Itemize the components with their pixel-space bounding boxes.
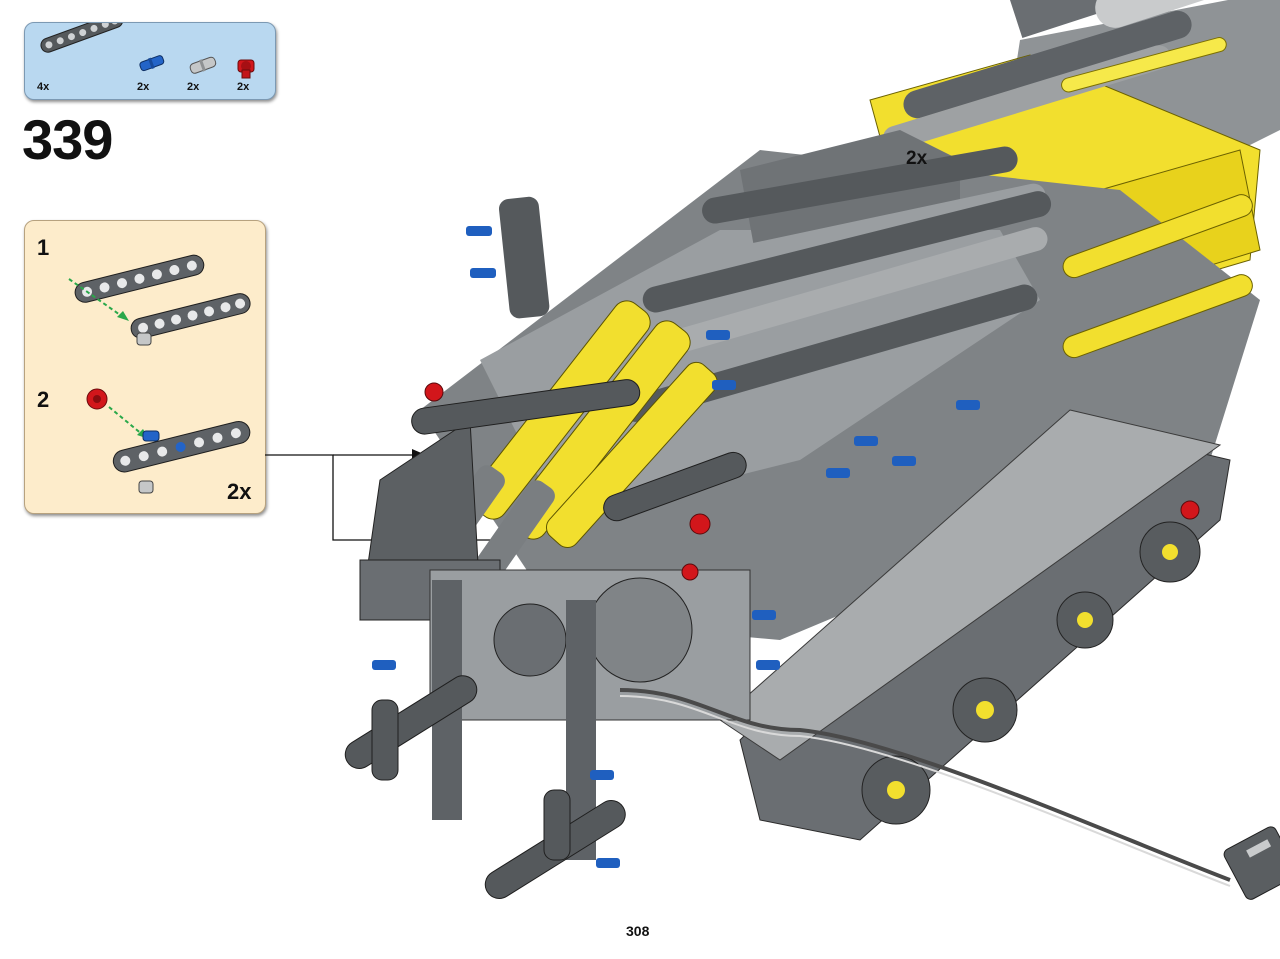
part-qty: 4x xyxy=(37,81,50,93)
part-qty: 2x xyxy=(237,81,250,93)
substep1-beam-bottom xyxy=(130,293,251,339)
axle-pin-blue-icon xyxy=(139,55,165,72)
battery-plug-icon xyxy=(1223,826,1280,900)
crawler-track-left xyxy=(359,419,501,621)
power-cable xyxy=(619,688,1231,887)
substep-number: 1 xyxy=(37,235,50,260)
crane-boom xyxy=(869,0,1280,311)
substep2-green-arrow xyxy=(108,406,144,436)
bush-red-icon xyxy=(237,59,255,79)
substep2-beam xyxy=(112,420,251,473)
parts-list-art xyxy=(40,23,255,79)
parts-list: 4x 2x 2x 2x xyxy=(24,22,276,100)
callout-connector xyxy=(265,454,585,541)
step-number: 339 xyxy=(22,108,113,171)
substep-art xyxy=(68,254,251,494)
pin-light-gray-icon xyxy=(189,56,217,74)
part-qty: 2x xyxy=(187,81,200,93)
callout-arrowhead xyxy=(412,449,426,461)
substep1-beam-top xyxy=(74,254,205,303)
chassis-body xyxy=(420,130,1260,640)
beam-7-dark-gray-icon xyxy=(40,23,124,53)
page-number: 308 xyxy=(626,923,650,939)
model-callout-label: 2x xyxy=(906,148,928,169)
substep2-blue-pin xyxy=(142,430,160,442)
substep2-red-bush xyxy=(86,388,108,410)
substep1-pin xyxy=(136,332,152,346)
part-qty: 2x xyxy=(137,81,150,93)
callout-arrowhead xyxy=(584,534,598,546)
crawler-track xyxy=(719,409,1231,841)
hydraulic-cylinders xyxy=(425,300,718,580)
substep-multiplier: 2x xyxy=(227,479,252,504)
substep-callout: 1 2 2x xyxy=(24,220,266,514)
connector-pins xyxy=(372,226,1200,868)
substep-number: 2 xyxy=(37,387,50,412)
front-frame xyxy=(344,196,751,899)
